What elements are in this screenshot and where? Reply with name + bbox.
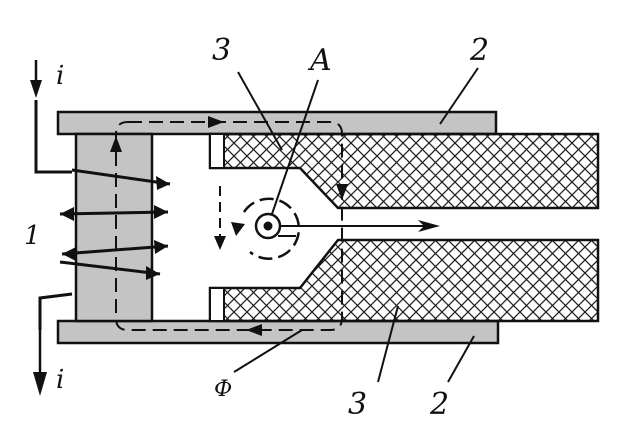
leader-3-top [237, 71, 283, 151]
point-a-inner [263, 221, 273, 231]
leader-3-bottom [377, 305, 399, 383]
flux-direction-arrows [110, 116, 348, 336]
coil-core [74, 132, 154, 323]
flux-path [115, 121, 343, 331]
rotation-arrow [231, 222, 245, 236]
label-ferrite-top: 3 [212, 33, 231, 68]
label-plate-bottom: 2 [429, 387, 449, 422]
upper-ferrite-step [209, 133, 225, 169]
upper-ferrite [208, 132, 600, 210]
label-flux: Ф [214, 377, 232, 402]
leader-flux [233, 329, 303, 373]
label-ferrite-bottom: 3 [348, 387, 367, 422]
label-current-bottom: i [56, 365, 64, 395]
inner-flux-arrow [214, 236, 226, 250]
leader-2-bottom [447, 335, 475, 383]
label-current-top: i [56, 61, 64, 91]
lower-ferrite [208, 238, 600, 323]
bottom-plate [56, 319, 500, 345]
point-a-leader [271, 79, 319, 215]
lower-ferrite-step [209, 287, 225, 322]
leader-2-top [439, 67, 479, 125]
current-arrow-bottom [33, 330, 47, 396]
rotation-circle [242, 197, 301, 260]
label-plate-top: 2 [469, 33, 489, 68]
label-coil: 1 [24, 221, 41, 251]
coil-arrows [60, 176, 170, 280]
current-arrow-top [30, 60, 42, 98]
label-point-a: A [307, 43, 332, 78]
motion-arrow [418, 220, 440, 232]
